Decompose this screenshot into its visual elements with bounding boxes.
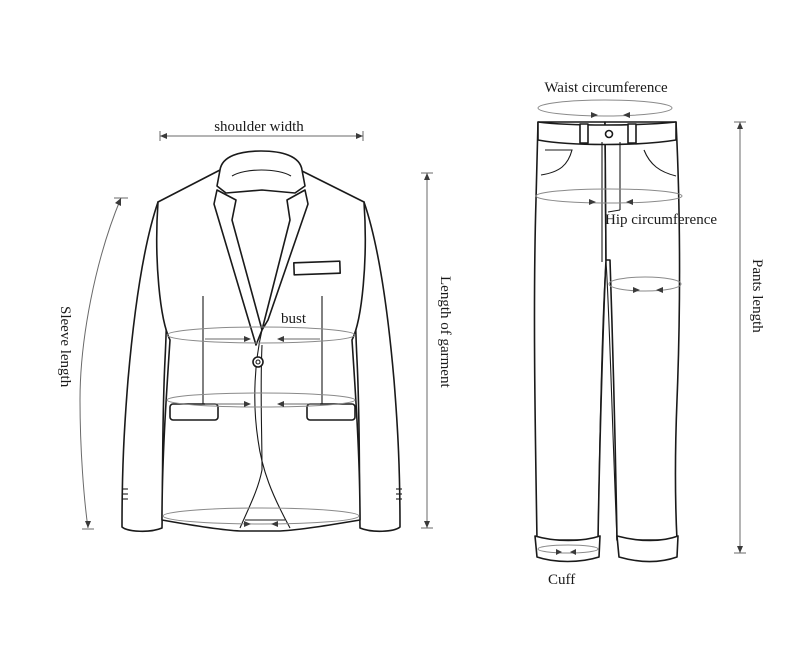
jacket-left-pocket	[169, 403, 219, 421]
belt-loop-left	[579, 123, 589, 144]
pants-length-measure: Pants length	[734, 121, 765, 554]
hem-measure	[162, 507, 360, 527]
jacket-drawing	[121, 150, 402, 533]
pants-left-leg	[533, 121, 607, 541]
jacket-collar	[216, 150, 306, 194]
cuff-measure: Cuff	[537, 544, 599, 588]
pants-right-cuff	[616, 535, 679, 563]
bust-label: bust	[281, 311, 307, 327]
sleeve-length-measure: Sleeve length	[57, 197, 128, 530]
hip-circumference-measure: Hip circumference	[535, 188, 717, 228]
hip-circumference-label: Hip circumference	[605, 212, 717, 228]
waist-measure-jacket	[166, 392, 356, 408]
pants-drawing	[533, 121, 681, 563]
thigh-measure	[608, 276, 682, 293]
pants-waist-button	[604, 129, 614, 139]
belt-loop-right	[627, 123, 637, 144]
shoulder-width-label: shoulder width	[214, 119, 304, 135]
shoulder-width-measure: shoulder width	[159, 119, 364, 141]
pants-right-leg	[604, 121, 681, 541]
pants-length-label: Pants length	[749, 259, 765, 333]
length-of-garment-label: Length of garment	[437, 276, 453, 388]
waist-circumference-label: Waist circumference	[544, 80, 668, 96]
bust-measure: bust	[166, 311, 356, 344]
jacket-right-pocket	[306, 403, 356, 421]
pants-left-cuff	[534, 535, 601, 563]
jacket-chest-pocket	[293, 260, 341, 276]
jacket-button	[252, 356, 264, 368]
sleeve-length-label: Sleeve length	[57, 306, 73, 388]
cuff-label: Cuff	[548, 572, 575, 588]
waist-circumference-measure: Waist circumference	[537, 80, 673, 118]
jacket-body	[155, 169, 367, 532]
garment-length-measure: Length of garment	[421, 172, 453, 529]
